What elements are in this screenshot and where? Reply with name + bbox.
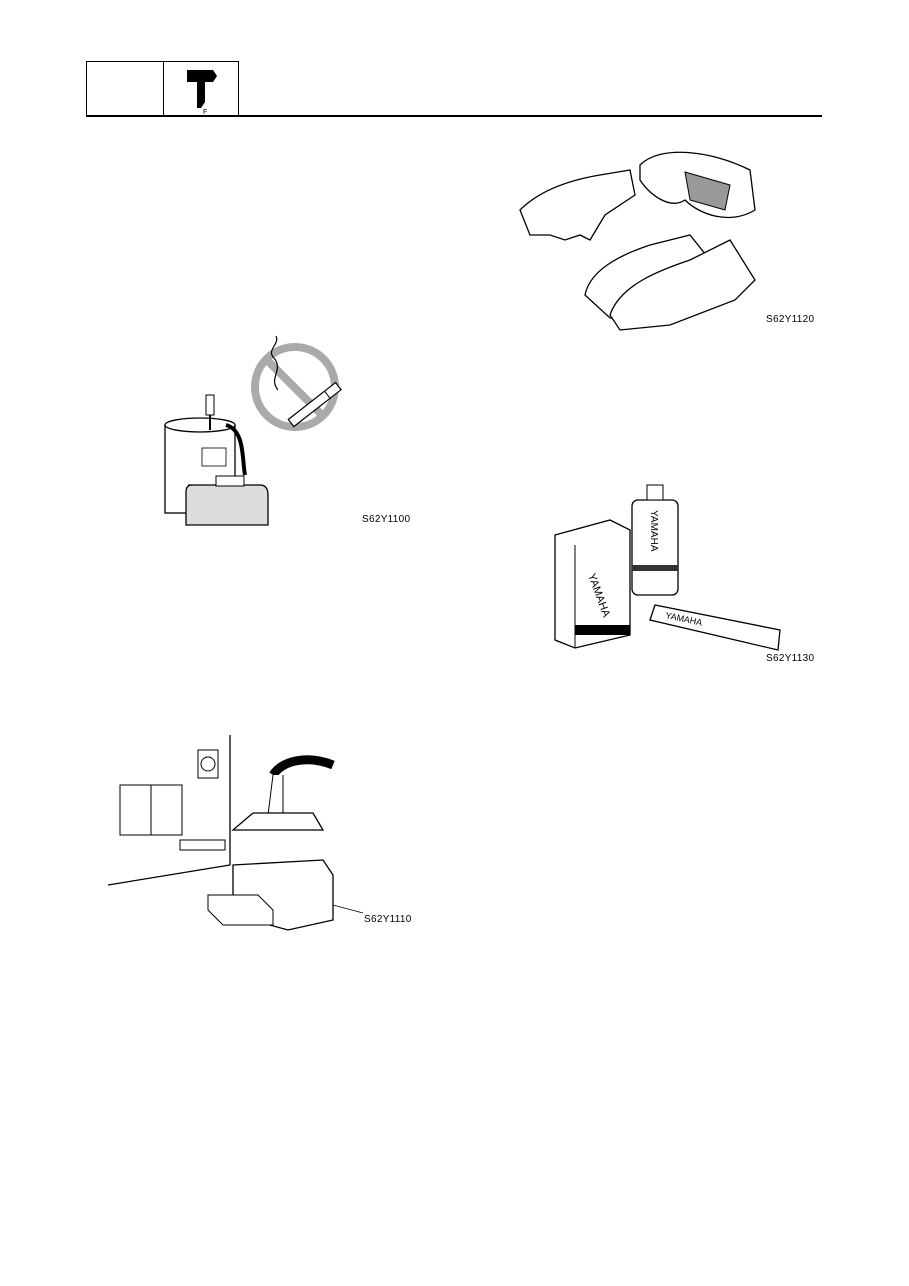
header-chapter-box xyxy=(86,61,164,116)
yamaha-oil-products-icon: YAMAHA YAMAHA YAMAHA xyxy=(554,484,781,651)
outboard-motor-icon: F xyxy=(187,70,217,116)
svg-text:YAMAHA: YAMAHA xyxy=(648,510,659,552)
header-section-box: F xyxy=(163,61,239,116)
figure-code-workshop: S62Y1110 xyxy=(364,914,412,925)
figure-code-gear: S62Y1120 xyxy=(766,314,815,325)
header-rule xyxy=(86,115,822,117)
figure-protective-gear xyxy=(510,140,770,331)
ventilated-workshop-icon xyxy=(107,735,364,931)
figure-oil-products: YAMAHA YAMAHA YAMAHA xyxy=(550,480,790,655)
figure-code-oil: S62Y1130 xyxy=(766,653,815,664)
figure-fuel-no-smoking xyxy=(150,330,420,530)
fuel-tank-no-smoking-icon xyxy=(164,335,342,526)
svg-text:F: F xyxy=(203,109,207,116)
figure-workshop xyxy=(107,735,368,935)
figure-code-fuel: S62Y1100 xyxy=(362,514,411,525)
gloves-goggles-shoes-icon xyxy=(519,151,756,331)
